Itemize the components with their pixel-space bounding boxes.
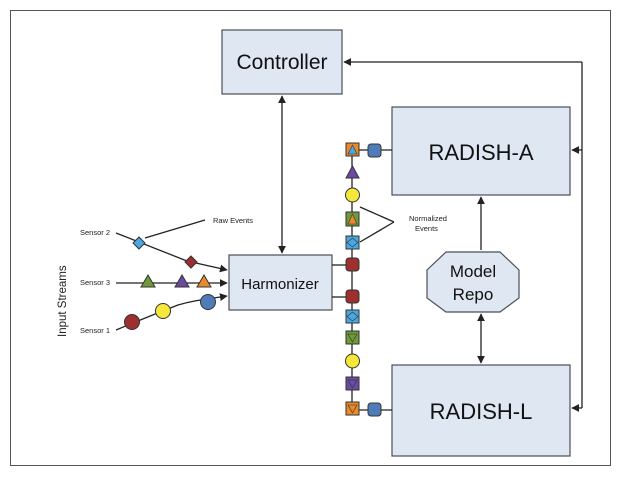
raw-event-red-diamond bbox=[184, 255, 198, 269]
event-diamond bbox=[346, 237, 359, 248]
event-dark-red-square-2 bbox=[345, 289, 360, 304]
event-triangle-2 bbox=[347, 213, 358, 225]
input-streams-label: Input Streams bbox=[57, 265, 69, 337]
controller-node: Controller bbox=[221, 29, 343, 95]
event-purple-triangle bbox=[345, 164, 360, 179]
model-repo-label-line2: Repo bbox=[453, 285, 494, 304]
sensor-3-label: Sensor 3 bbox=[80, 278, 110, 287]
harmonizer-label: Harmonizer bbox=[241, 276, 319, 293]
event-triangle bbox=[347, 144, 358, 155]
raw-event-orange-triangle bbox=[196, 274, 212, 288]
upper-event-stack bbox=[345, 142, 382, 272]
event-yellow-circle bbox=[345, 187, 360, 203]
radish-l-label: RADISH-L bbox=[430, 399, 533, 424]
harmonizer-node: Harmonizer bbox=[228, 254, 333, 311]
event-inverted-triangle-2 bbox=[347, 379, 358, 389]
event-yellow-circle-2 bbox=[345, 353, 360, 369]
event-inverted-triangle bbox=[347, 333, 358, 343]
raw-events-callout-line bbox=[144, 219, 206, 239]
normalized-events-label-line2: Events bbox=[415, 224, 438, 233]
sensor-inputs: Sensor 2 Sensor 3 Sensor 1 Raw Events In… bbox=[57, 216, 253, 337]
controller-label: Controller bbox=[236, 51, 327, 74]
event-blue-square bbox=[367, 143, 382, 158]
raw-event-purple-triangle bbox=[174, 274, 190, 288]
raw-events-label: Raw Events bbox=[213, 216, 253, 225]
sensor-2-label: Sensor 2 bbox=[80, 228, 110, 237]
sensor-2-stream bbox=[115, 232, 228, 273]
lower-event-stack bbox=[345, 289, 382, 417]
radish-a-node: RADISH-A bbox=[391, 106, 571, 196]
radish-l-node: RADISH-L bbox=[391, 364, 571, 457]
raw-event-yellow-circle bbox=[155, 303, 171, 319]
raw-event-green-triangle bbox=[140, 274, 156, 288]
event-blue-square-4 bbox=[367, 402, 382, 417]
normalized-events-callout: Normalized Events bbox=[359, 206, 447, 243]
event-dark-red-square bbox=[345, 257, 360, 272]
raw-event-blue-circle bbox=[200, 294, 216, 310]
event-inverted-triangle-3 bbox=[347, 404, 358, 414]
sensor-1-label: Sensor 1 bbox=[80, 326, 110, 335]
model-repo-label-line1: Model bbox=[450, 262, 496, 281]
raw-event-blue-diamond bbox=[132, 236, 146, 250]
callout-line-lower bbox=[359, 221, 395, 243]
callout-line-upper bbox=[359, 206, 395, 223]
event-diamond-2 bbox=[346, 311, 359, 322]
radish-a-label: RADISH-A bbox=[428, 140, 533, 165]
model-repo-node: Model Repo bbox=[426, 251, 520, 313]
raw-event-red-circle bbox=[124, 314, 140, 330]
normalized-events-label-line1: Normalized bbox=[409, 214, 447, 223]
